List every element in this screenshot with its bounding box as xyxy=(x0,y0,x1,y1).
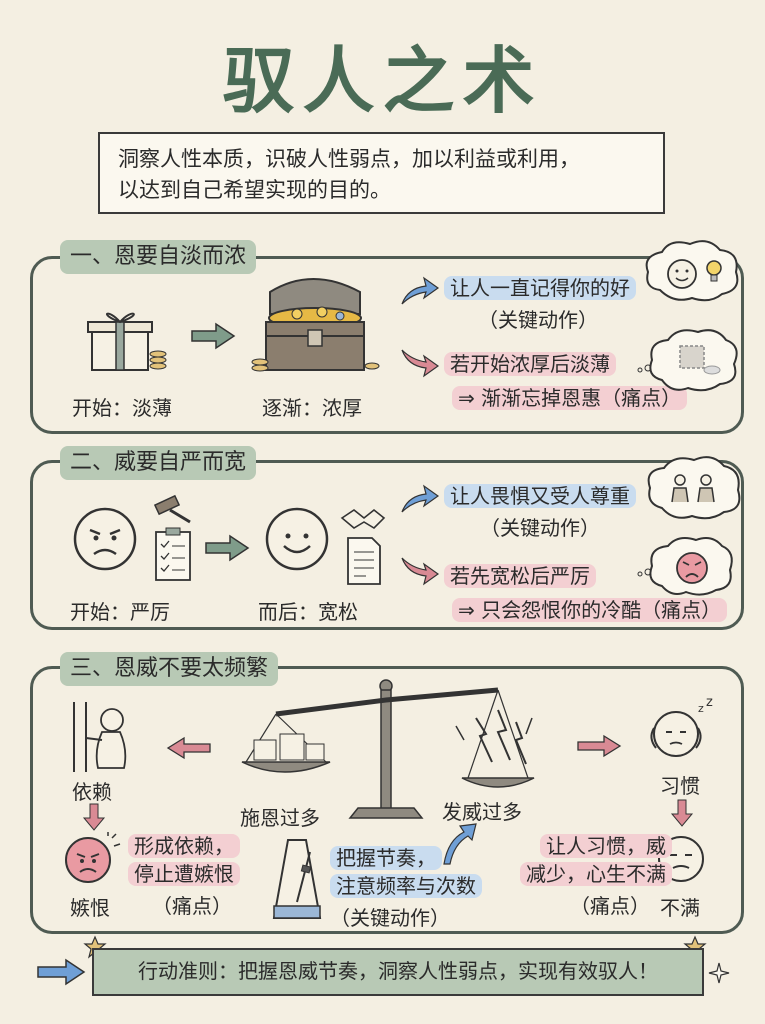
habit-note: （痛点） xyxy=(570,894,650,918)
arrow-down-pink-icon xyxy=(82,803,106,831)
thought-bubble-fading-box-icon xyxy=(637,329,738,392)
section-2-good-outcome: 让人畏惧又受人尊重 xyxy=(444,484,636,508)
section-1-good-note: （关键动作） xyxy=(478,308,598,332)
section-3-heading: 三、恩威不要太频繁 xyxy=(60,652,279,686)
curved-arrow-blue-icon xyxy=(443,823,477,865)
treasure-chest-icon xyxy=(251,278,380,372)
intro-line-1: 洞察人性本质，识破人性弱点，加以利益或利用， xyxy=(118,147,580,171)
sleepy-person-icon: z z xyxy=(650,695,713,757)
curved-arrow-blue-icon xyxy=(401,484,440,513)
dep-result-line-1: 形成依赖， xyxy=(128,834,240,858)
arrow-left-pink-icon xyxy=(166,736,211,760)
section-1-heading: 一、恩要自淡而浓 xyxy=(60,240,257,274)
habit-result-line-2: 减少，心生不满 xyxy=(520,862,672,886)
svg-text:z: z xyxy=(698,702,704,715)
thought-bubble-smile-lightbulb-icon xyxy=(645,240,739,302)
rhythm-line-1: 把握节奏， xyxy=(330,846,442,870)
section-1-bad-result: ⇒ 渐渐忘掉恩惠（痛点） xyxy=(452,386,688,410)
intro-box: 洞察人性本质，识破人性弱点，加以利益或利用， 以达到自己希望实现的目的。 xyxy=(98,132,665,214)
section-2-bad-outcome: 若先宽松后严厉 xyxy=(444,564,596,588)
sparkle-icon xyxy=(708,962,730,984)
arrow-right-icon xyxy=(191,322,236,350)
curved-arrow-pink-icon xyxy=(401,557,440,586)
section-3-frame xyxy=(30,666,744,934)
section-1-then-label: 逐渐：浓厚 xyxy=(262,396,362,420)
arrow-right-pink-icon xyxy=(577,734,622,758)
clinging-person-icon xyxy=(73,702,127,772)
arrow-down-pink-icon xyxy=(670,799,694,827)
dep-result-line-2: 停止遭嫉恨 xyxy=(128,862,240,886)
gift-box-icon xyxy=(87,312,167,371)
arrow-right-blue-icon xyxy=(37,958,86,986)
intro-line-2: 以达到自己希望实现的目的。 xyxy=(118,178,391,202)
angry-face-icon xyxy=(73,507,137,571)
dep-note: （痛点） xyxy=(152,894,232,918)
section-2-then-label: 而后：宽松 xyxy=(258,600,358,624)
page-title: 驭人之术 xyxy=(222,38,543,123)
balance-scale-icon xyxy=(241,679,535,819)
metronome-icon xyxy=(272,839,322,919)
action-principle-banner: 行动准则：把握恩威节奏，洞察人性弱点，实现有效驭人！ xyxy=(92,948,704,996)
too-much-power-label: 发威过多 xyxy=(442,800,522,824)
section-1-bad-outcome: 若开始浓厚后淡薄 xyxy=(444,352,616,376)
section-2-frame xyxy=(30,460,744,630)
gavel-clipboard-icon xyxy=(153,494,191,581)
curved-arrow-pink-icon xyxy=(401,349,440,378)
section-2-bad-result: ⇒ 只会怨恨你的冷酷（痛点） xyxy=(452,598,728,622)
section-2-heading: 二、威要自严而宽 xyxy=(60,446,257,480)
section-1-frame xyxy=(30,256,744,434)
section-1-start-label: 开始：淡薄 xyxy=(72,396,172,420)
svg-text:z: z xyxy=(706,695,713,710)
too-much-grace-label: 施恩过多 xyxy=(240,806,320,830)
section-2-start-label: 开始：严厉 xyxy=(70,600,170,624)
section-1-good-outcome: 让人一直记得你的好 xyxy=(444,276,636,300)
thought-bubble-angry-icon xyxy=(637,537,733,596)
habit-result-line-1: 让人习惯，威 xyxy=(540,834,672,858)
dissatisfied-label: 不满 xyxy=(660,896,700,920)
jealousy-label: 嫉恨 xyxy=(70,896,110,920)
habit-label: 习惯 xyxy=(660,774,700,798)
arrow-right-icon xyxy=(205,534,250,562)
thought-bubble-respect-icon xyxy=(647,456,741,520)
dependence-label: 依赖 xyxy=(72,780,112,804)
rhythm-note: （关键动作） xyxy=(330,906,450,930)
jealous-face-icon xyxy=(65,832,121,883)
smiling-face-icon xyxy=(265,507,329,571)
handshake-document-icon xyxy=(340,508,386,585)
section-2-good-note: （关键动作） xyxy=(480,516,600,540)
curved-arrow-blue-icon xyxy=(401,276,440,305)
rhythm-line-2: 注意频率与次数 xyxy=(330,874,482,898)
